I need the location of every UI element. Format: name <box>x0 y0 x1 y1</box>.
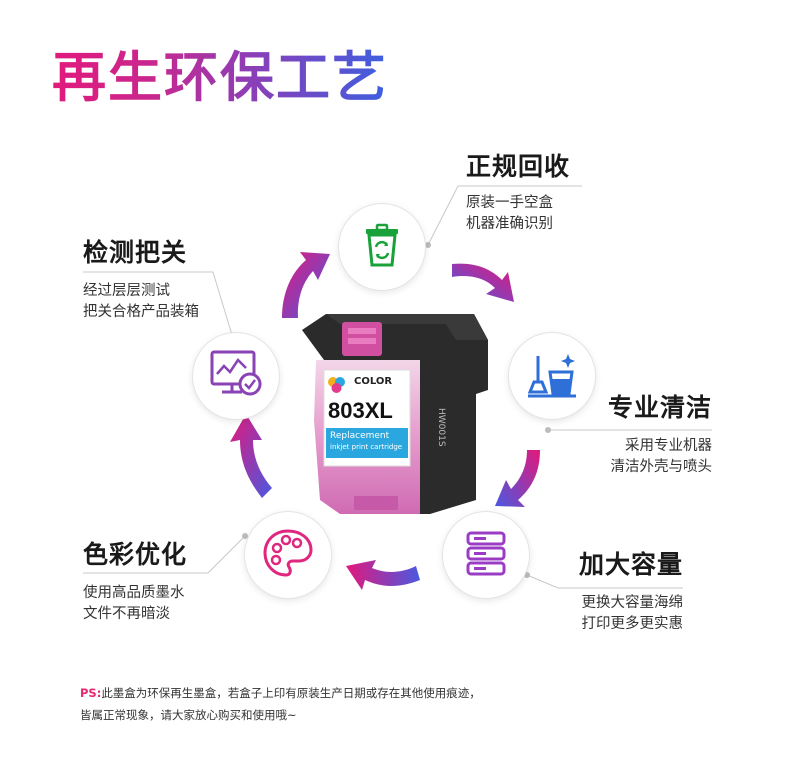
clean-circle <box>509 333 595 419</box>
recycle-circle <box>339 204 425 290</box>
step-refill-line: 打印更多更实惠 <box>581 616 684 632</box>
step-recycle-title: 正规回收 <box>466 152 571 181</box>
step-refill: 加大容量 更换大容量海绵 打印更多更实惠 <box>579 545 683 635</box>
monitor-check-icon <box>208 348 264 404</box>
step-refill-title: 加大容量 <box>578 550 683 579</box>
arrow-refill-to-color <box>346 560 420 590</box>
step-clean-desc: 采用专业机器 清洁外壳与喷头 <box>608 436 713 478</box>
step-refill-desc: 更换大容量海绵 打印更多更实惠 <box>579 593 684 635</box>
step-color-line: 文件不再暗淡 <box>83 606 170 622</box>
step-recycle: 正规回收 原装一手空盒 机器准确识别 <box>466 147 570 235</box>
step-inspect-line: 把关合格产品装箱 <box>83 304 199 320</box>
ps-note-line1: PS:此墨盒为环保再生墨盒，若盒子上印有原装生产日期或存在其他使用痕迹， <box>80 682 481 704</box>
ink-cartridge: COLOR 803XL Replacement inkjet print car… <box>296 300 492 526</box>
leader-line-color <box>83 535 246 574</box>
page-title: 再生环保工艺 <box>52 46 388 109</box>
palette-icon <box>261 526 315 584</box>
step-refill-line: 更换大容量海绵 <box>581 595 684 611</box>
cartridge-label-line1: Replacement <box>330 431 390 441</box>
ps-note-text1: 此墨盒为环保再生墨盒，若盒子上印有原装生产日期或存在其他使用痕迹， <box>101 686 481 700</box>
leader-dot-recycle <box>425 242 431 248</box>
step-color: 色彩优化 使用高品质墨水 文件不再暗淡 <box>83 535 187 625</box>
arrow-inspect-to-recycle <box>282 252 330 318</box>
step-color-desc: 使用高品质墨水 文件不再暗淡 <box>83 583 187 625</box>
color-circle <box>245 512 331 598</box>
refill-circle <box>443 512 529 598</box>
step-recycle-line: 机器准确识别 <box>466 216 553 232</box>
arrow-color-to-inspect <box>230 414 272 498</box>
step-clean-line: 清洁外壳与喷头 <box>610 459 713 475</box>
step-color-line: 使用高品质墨水 <box>83 585 185 601</box>
leader-line-inspect <box>83 271 233 336</box>
leader-line-recycle <box>427 185 582 246</box>
cartridge-label-line2: inkjet print cartridge <box>330 443 403 451</box>
recycle-bin-icon <box>357 220 407 274</box>
ps-note: PS:此墨盒为环保再生墨盒，若盒子上印有原装生产日期或存在其他使用痕迹， 皆属正… <box>80 682 481 726</box>
step-inspect-line: 经过层层测试 <box>83 283 170 299</box>
leader-dot-refill <box>524 572 530 578</box>
cartridge-model: 803XL <box>328 398 393 423</box>
ps-note-line2: 皆属正常现象，请大家放心购买和使用哦~ <box>80 708 297 722</box>
storage-layers-icon <box>462 528 510 582</box>
step-inspect-title: 检测把关 <box>83 238 188 267</box>
leader-dot-color <box>242 533 248 539</box>
ps-label: PS: <box>80 686 102 700</box>
cartridge-side-code: HW001S <box>436 408 446 447</box>
leader-dot-clean <box>545 427 551 433</box>
arrow-recycle-to-clean <box>452 263 514 302</box>
step-recycle-desc: 原装一手空盒 机器准确识别 <box>466 193 570 235</box>
cleaning-bucket-icon <box>524 346 580 406</box>
arrow-clean-to-refill <box>495 450 540 507</box>
inspect-circle <box>193 333 279 419</box>
step-recycle-line: 原装一手空盒 <box>466 195 553 211</box>
step-inspect: 检测把关 经过层层测试 把关合格产品装箱 <box>83 233 199 323</box>
cartridge-badge: COLOR <box>354 376 393 387</box>
step-clean: 专业清洁 采用专业机器 清洁外壳与喷头 <box>608 388 712 478</box>
leader-line-refill <box>526 574 683 589</box>
step-color-title: 色彩优化 <box>83 540 188 569</box>
step-inspect-desc: 经过层层测试 把关合格产品装箱 <box>83 281 199 323</box>
step-clean-title: 专业清洁 <box>607 393 712 422</box>
step-clean-line: 采用专业机器 <box>625 438 712 454</box>
